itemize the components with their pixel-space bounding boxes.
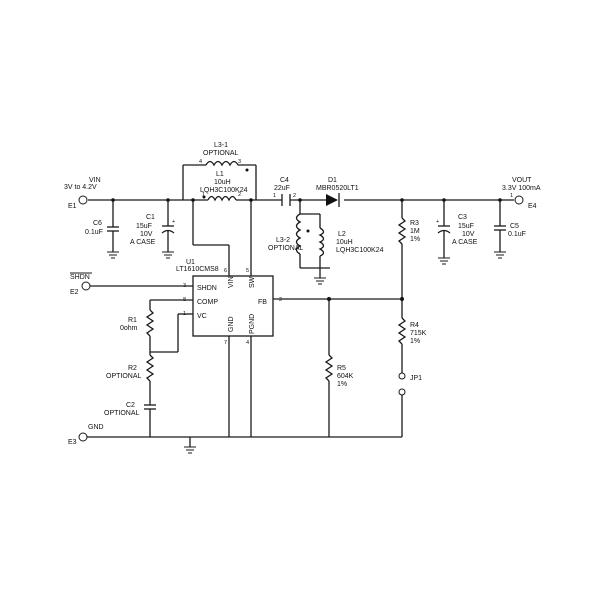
vout-label: VOUT: [512, 177, 532, 184]
svg-text:1: 1: [273, 193, 276, 199]
svg-text:LT1610CMS8: LT1610CMS8: [176, 266, 219, 273]
shdn-terminal: SHDN E2: [70, 272, 193, 296]
top-rail-junctions: [111, 198, 502, 202]
capacitor-c3: + C3 15uF 10V A CASE: [436, 200, 478, 265]
svg-text:LQH3C100K24: LQH3C100K24: [200, 187, 248, 194]
svg-text:GND: GND: [228, 316, 235, 332]
svg-text:0.1uF: 0.1uF: [85, 229, 103, 236]
e2-label: E2: [70, 289, 79, 296]
svg-text:MBR0520LT1: MBR0520LT1: [316, 185, 359, 192]
gnd-label: GND: [88, 424, 104, 431]
svg-text:SHDN: SHDN: [197, 285, 217, 292]
svg-text:A CASE: A CASE: [130, 239, 156, 246]
svg-text:4: 4: [246, 340, 249, 346]
capacitor-c5: C5 0.1uF: [494, 200, 526, 259]
svg-text:1%: 1%: [337, 381, 347, 388]
svg-text:C6: C6: [93, 220, 102, 227]
svg-text:7: 7: [224, 340, 227, 346]
svg-text:10V: 10V: [462, 231, 475, 238]
svg-text:L2: L2: [338, 231, 346, 238]
capacitor-c6: C6 0.1uF: [85, 200, 119, 259]
svg-text:L1: L1: [216, 171, 224, 178]
svg-text:R1: R1: [128, 317, 137, 324]
inductor-l3-1: 4 3 L3-1 OPTIONAL: [182, 142, 257, 200]
e1-label: E1: [68, 203, 77, 210]
svg-text:L3-2: L3-2: [276, 237, 290, 244]
shdn-label: SHDN: [70, 274, 90, 281]
inductor-l2-network: L3-2 OPTIONAL L2 10uH LQH3C100K24: [268, 200, 384, 285]
svg-text:OPTIONAL: OPTIONAL: [104, 410, 140, 417]
svg-text:1: 1: [202, 192, 205, 198]
svg-text:VIN: VIN: [228, 276, 235, 288]
svg-text:1M: 1M: [410, 228, 420, 235]
svg-text:U1: U1: [186, 259, 195, 266]
svg-text:R4: R4: [410, 322, 419, 329]
resistor-r5: R5 604K 1%: [324, 297, 354, 437]
ground-rail: GND E3: [68, 336, 402, 454]
e3-label: E3: [68, 439, 77, 446]
svg-text:1: 1: [510, 193, 513, 199]
svg-text:L3-1: L3-1: [214, 142, 228, 149]
capacitor-c4: 1 2 C4 22uF: [273, 177, 296, 206]
svg-text:+: +: [172, 219, 175, 225]
svg-text:4: 4: [199, 159, 202, 165]
svg-text:2: 2: [279, 297, 282, 303]
ic-supply-wiring: [192, 200, 402, 300]
svg-text:+: +: [436, 219, 439, 225]
svg-text:0.1uF: 0.1uF: [508, 231, 526, 238]
svg-text:SW: SW: [249, 276, 256, 288]
svg-text:604K: 604K: [337, 373, 354, 380]
svg-text:OPTIONAL: OPTIONAL: [268, 245, 304, 252]
svg-text:R5: R5: [337, 365, 346, 372]
svg-text:2: 2: [293, 193, 296, 199]
svg-text:715K: 715K: [410, 330, 427, 337]
svg-text:COMP: COMP: [197, 299, 218, 306]
svg-text:1%: 1%: [410, 338, 420, 345]
svg-text:10uH: 10uH: [336, 239, 353, 246]
svg-text:15uF: 15uF: [136, 223, 152, 230]
feedback-divider: R3 1M 1% R4 715K 1% JP1: [397, 200, 427, 437]
svg-text:D1: D1: [328, 177, 337, 184]
svg-text:LQH3C100K24: LQH3C100K24: [336, 247, 384, 254]
svg-text:R3: R3: [410, 220, 419, 227]
svg-text:1%: 1%: [410, 236, 420, 243]
svg-text:3: 3: [238, 159, 241, 165]
svg-text:C3: C3: [458, 214, 467, 221]
svg-text:OPTIONAL: OPTIONAL: [106, 373, 142, 380]
svg-text:22uF: 22uF: [274, 185, 290, 192]
vout-spec-label: 3.3V 100mA: [502, 185, 541, 192]
capacitor-c1: + C1 15uF 10V A CASE: [130, 200, 175, 259]
svg-text:PGND: PGND: [249, 314, 256, 334]
svg-text:OPTIONAL: OPTIONAL: [203, 150, 239, 157]
svg-text:10V: 10V: [140, 231, 153, 238]
svg-text:10uH: 10uH: [214, 179, 231, 186]
svg-text:C5: C5: [510, 223, 519, 230]
diode-d1: D1 MBR0520LT1: [316, 177, 359, 207]
inductor-l1: 1 2 L1 10uH LQH3C100K24: [200, 171, 248, 202]
compensation-network: R1 0ohm R2 OPTIONAL C2 OPTIONAL: [104, 299, 193, 437]
svg-text:0ohm: 0ohm: [120, 325, 138, 332]
svg-text:VC: VC: [197, 313, 207, 320]
ic-u1: U1 LT1610CMS8 SHDN COMP VC FB VIN SW GND…: [176, 259, 282, 346]
svg-text:C4: C4: [280, 177, 289, 184]
vout-terminal: VOUT 3.3V 100mA E4 1: [502, 177, 541, 210]
vin-label: VIN: [89, 177, 101, 184]
svg-text:2: 2: [238, 192, 241, 198]
svg-text:6: 6: [224, 268, 227, 274]
vin-range-label: 3V to 4.2V: [64, 184, 97, 191]
svg-text:A CASE: A CASE: [452, 239, 478, 246]
svg-text:C2: C2: [126, 402, 135, 409]
svg-text:5: 5: [246, 268, 249, 274]
svg-text:15uF: 15uF: [458, 223, 474, 230]
svg-text:FB: FB: [258, 299, 267, 306]
svg-text:R2: R2: [128, 365, 137, 372]
svg-text:C1: C1: [146, 214, 155, 221]
vin-terminal: VIN 3V to 4.2V E1: [64, 177, 101, 210]
svg-text:JP1: JP1: [410, 375, 422, 382]
e4-label: E4: [528, 203, 537, 210]
